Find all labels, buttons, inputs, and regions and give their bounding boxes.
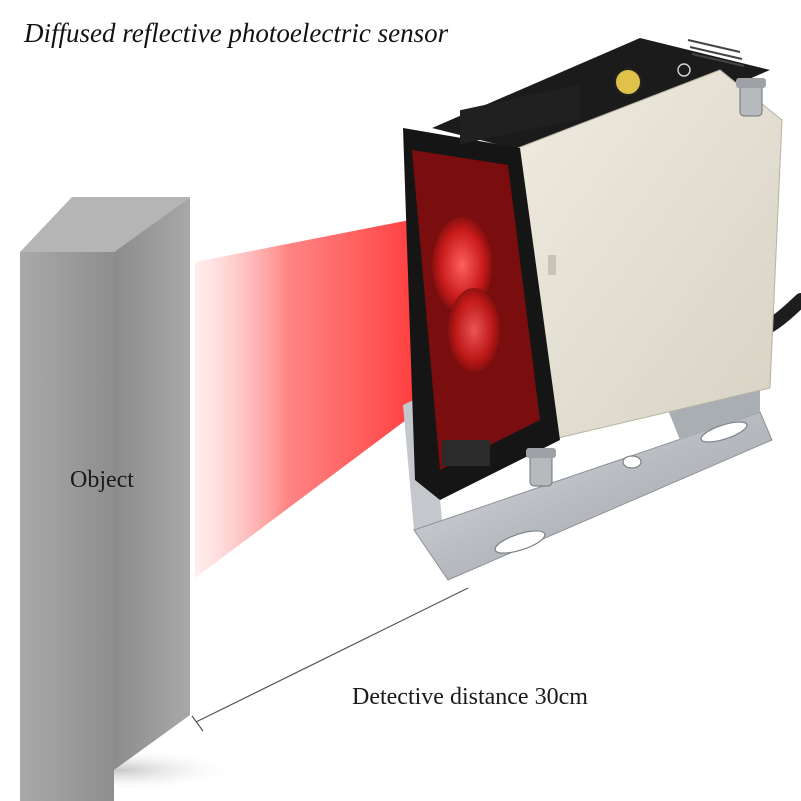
object-front-face [20,252,114,801]
object-top-face [20,197,190,252]
vent-slots-top [687,39,745,67]
light-beam [195,218,430,578]
object-label: Object [70,467,134,493]
bracket-hole [622,455,642,469]
label-plate [460,84,580,145]
vent-slots-front [442,440,490,466]
object-side-face [114,197,190,770]
bracket-slot-back [700,421,748,443]
distance-line [195,587,469,723]
bracket-slot-front [494,530,546,554]
ce-mark-icon [677,63,691,77]
indicator-led [548,255,556,275]
sensor-body [403,38,783,500]
receiver-lens [448,288,500,372]
diagram-title: Diffused reflective photoelectric sensor [24,18,449,48]
screw-bottom [526,448,556,487]
bracket-base-plate [413,411,773,581]
object-prism [0,197,240,801]
screw-top [736,78,766,117]
distance-tick-object [191,715,204,732]
sensitivity-dial [614,68,642,96]
distance-label: Detective distance 30cm [352,684,588,710]
